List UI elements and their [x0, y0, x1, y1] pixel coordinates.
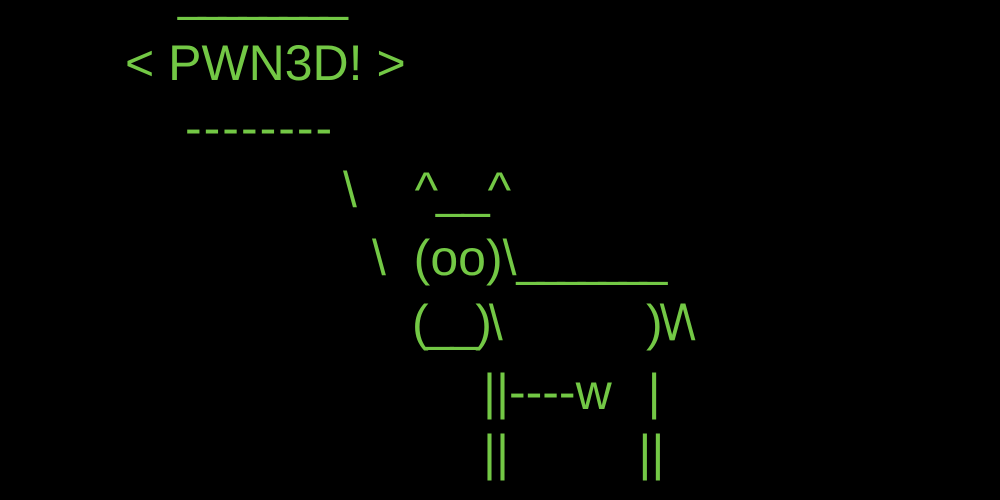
speech-bubble-top-border: ________ — [178, 0, 348, 18]
speech-bubble-message: < PWN3D! > — [125, 35, 406, 91]
cow-front-legs-line: ||----w | — [483, 364, 661, 420]
cow-head: \ (oo)\ — [372, 230, 517, 286]
cow-hooves-line: || || — [483, 425, 665, 481]
cow-head-line: \ (oo)\_______ — [372, 230, 667, 286]
cow-back-line: _______ — [516, 230, 667, 286]
speech-bubble-bottom-border: -------- — [185, 100, 335, 156]
cow-body-line: (__)\ )\/\ — [412, 295, 695, 351]
cow-neck-line: \ ^__^ — [343, 162, 511, 218]
